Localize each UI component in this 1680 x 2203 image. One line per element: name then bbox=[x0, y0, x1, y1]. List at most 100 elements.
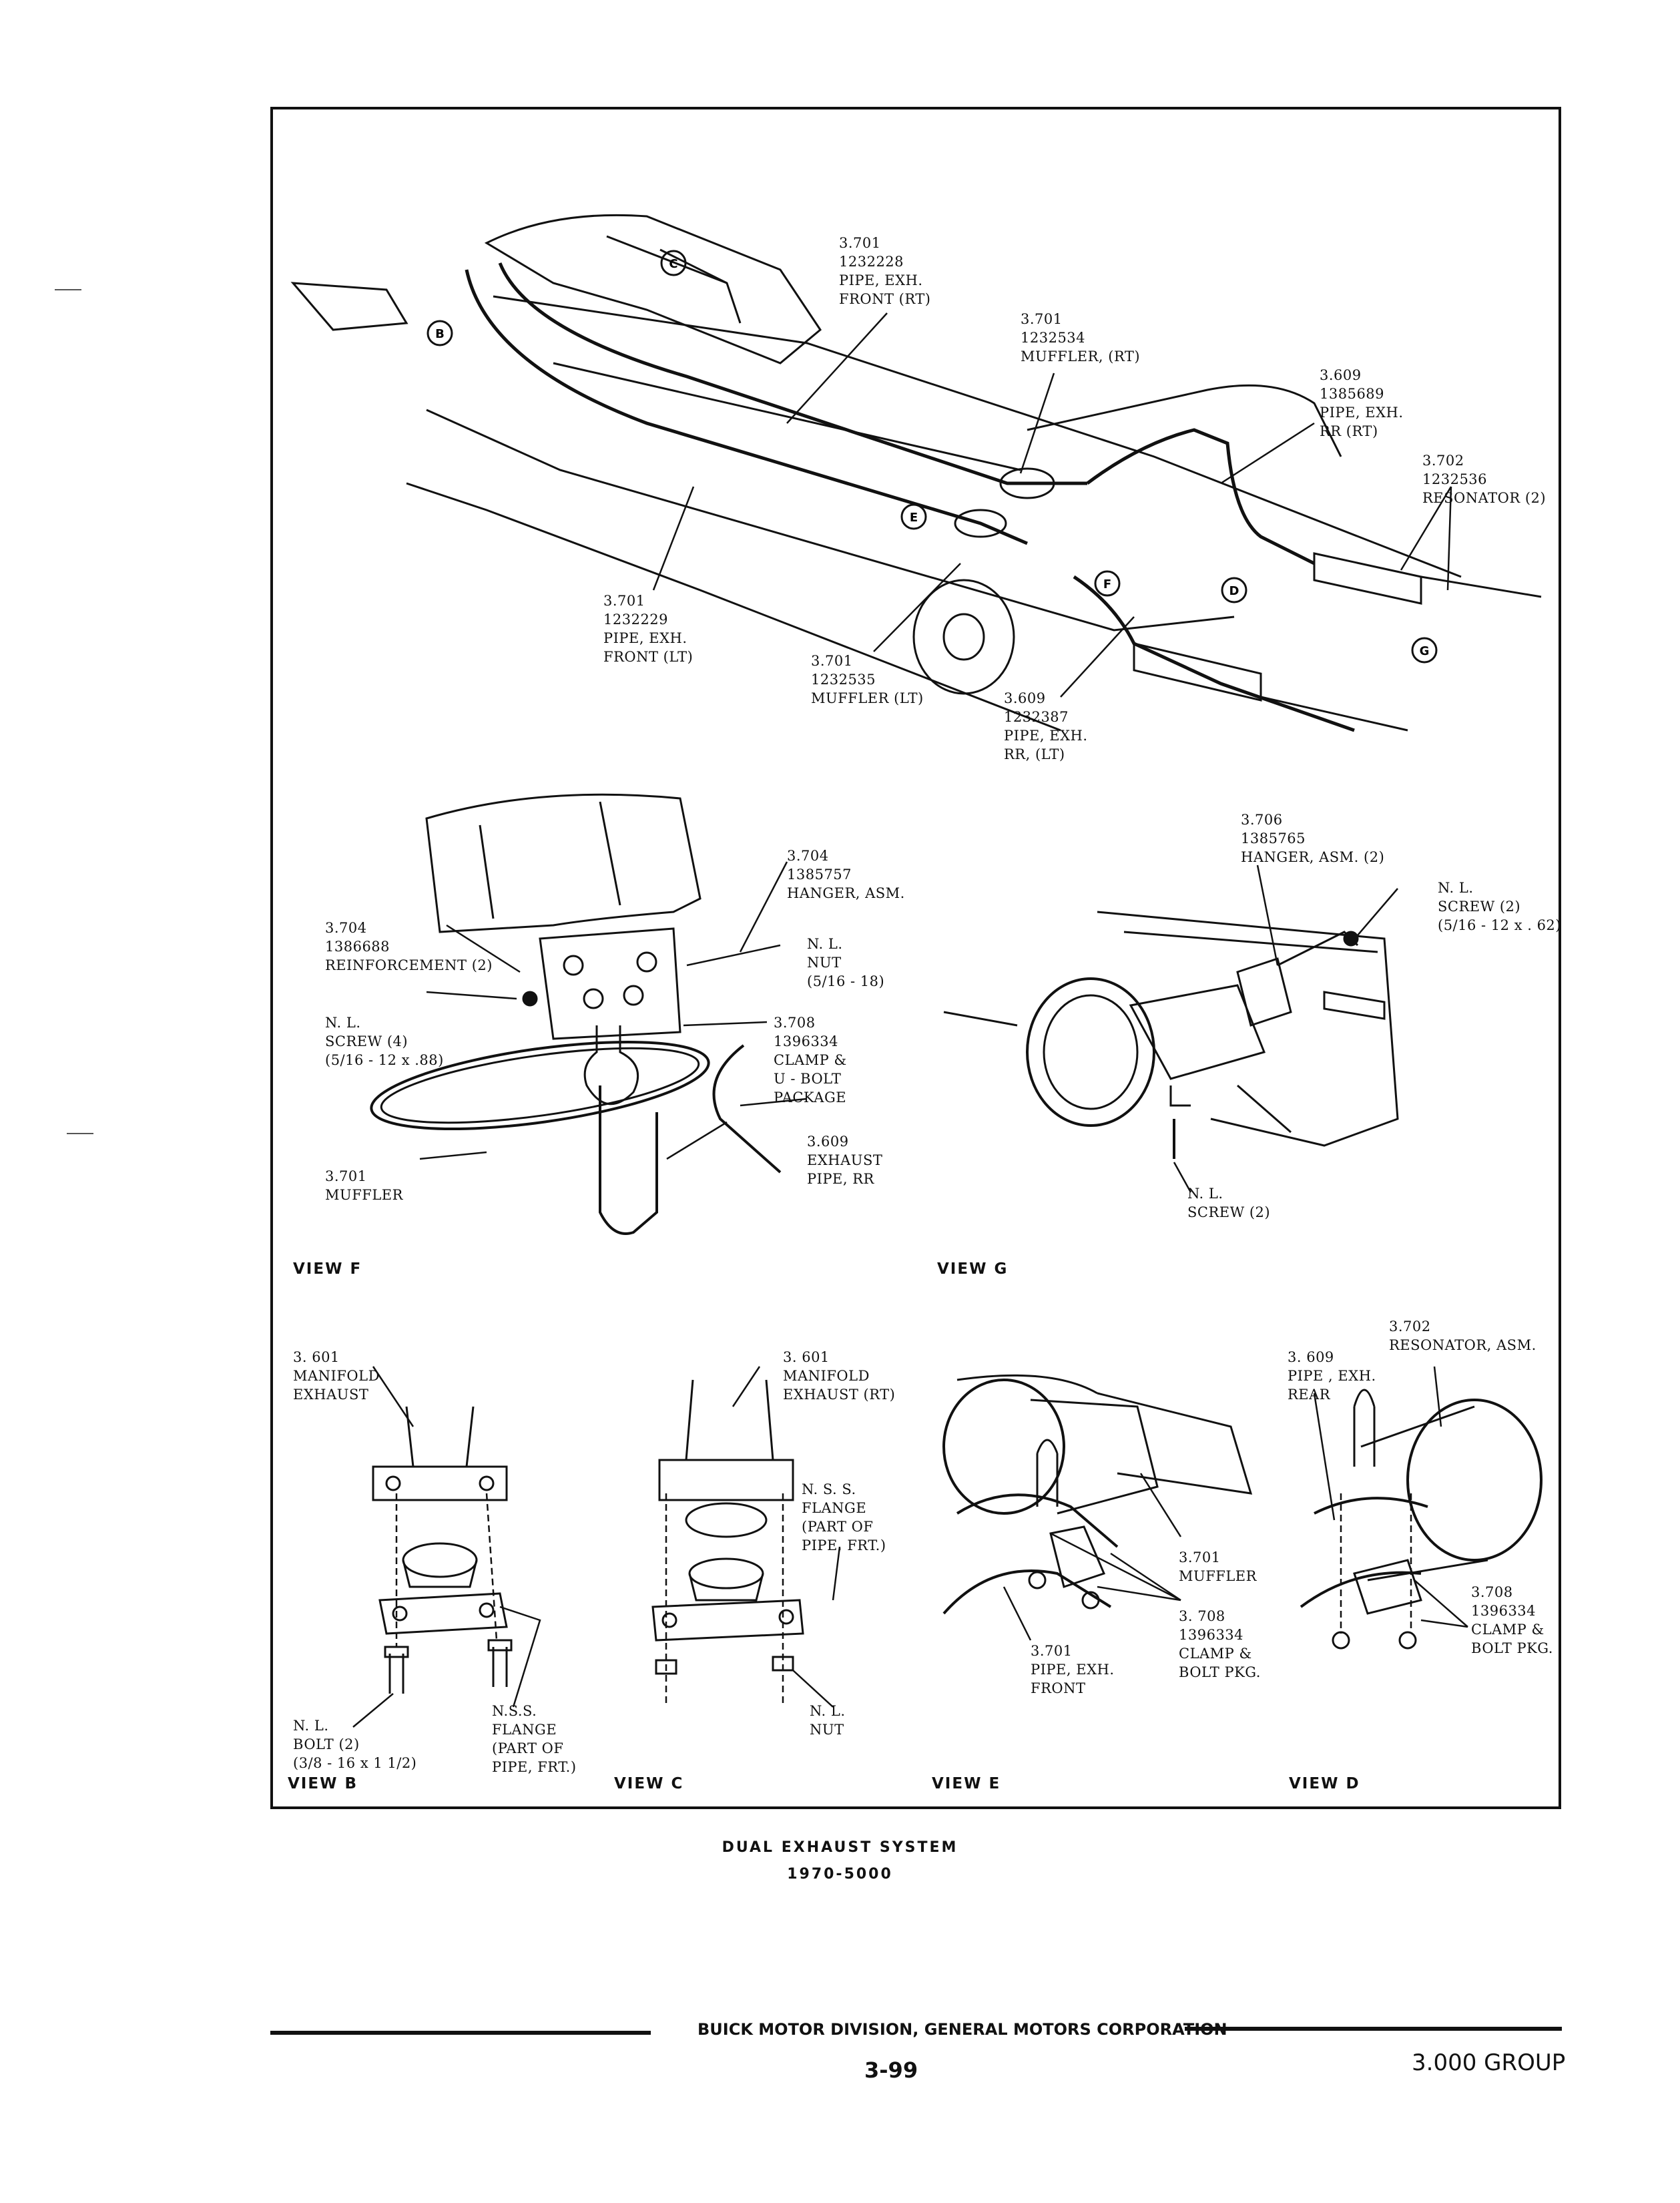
svg-text:D: D bbox=[1229, 584, 1239, 598]
callout-nut: N. L. NUT (5/16 - 18) bbox=[807, 936, 885, 989]
view-f-panel: 3.704 1385757 HANGER, ASM. 3.704 1386688… bbox=[273, 772, 919, 1295]
muffler-body bbox=[1030, 1399, 1159, 1515]
nut-left bbox=[655, 1659, 677, 1675]
exhaust-system-illustration: B C E F D bbox=[290, 214, 1542, 732]
frame-rail-lower bbox=[406, 482, 1061, 732]
frame-rail-right bbox=[493, 295, 1462, 578]
main-view-panel: B C E F D bbox=[273, 109, 1559, 774]
manifold-flange bbox=[372, 1465, 508, 1501]
group-label: 3.000 GROUP bbox=[1412, 2049, 1566, 2076]
front-pipe bbox=[942, 1493, 1119, 1615]
callout-reinforcement: 3.704 1386688 REINFORCEMENT (2) bbox=[325, 920, 493, 973]
hanger-asm bbox=[1236, 957, 1292, 1027]
callout-front-pipe-lt: 3.701 1232229 PIPE, EXH. FRONT (LT) bbox=[603, 593, 693, 665]
callout-screw: N. L. SCREW (4) (5/16 - 12 x .88) bbox=[325, 1015, 444, 1068]
view-marker-c: C bbox=[660, 250, 687, 276]
pipe-flange bbox=[651, 1599, 804, 1642]
muffler-outline bbox=[370, 1040, 710, 1131]
hanger-bracket bbox=[539, 927, 681, 1040]
svg-text:C: C bbox=[669, 257, 677, 271]
view-marker-f: F bbox=[1094, 570, 1121, 597]
u-bolt bbox=[1353, 1407, 1376, 1467]
resonator-end bbox=[1406, 1399, 1543, 1561]
svg-text:E: E bbox=[910, 511, 918, 525]
callout-flange: N.S.S. FLANGE (PART OF PIPE, FRT.) bbox=[492, 1703, 577, 1775]
view-c-illustration bbox=[651, 1366, 841, 1708]
bolt-right bbox=[492, 1647, 508, 1687]
view-g-illustration bbox=[943, 865, 1399, 1193]
floor-pan bbox=[425, 793, 702, 933]
callout-rear-pipe-lt: 3.609 1232387 PIPE, EXH. RR, (LT) bbox=[1004, 690, 1088, 762]
front-pipe-rt bbox=[498, 262, 1087, 485]
view-b-illustration bbox=[352, 1366, 541, 1728]
callout-nut-c: N. L. NUT bbox=[810, 1703, 846, 1738]
callout-flange-c: N. S. S. FLANGE (PART OF PIPE, FRT.) bbox=[802, 1481, 886, 1553]
view-marker-b: B bbox=[427, 320, 453, 346]
view-c-panel: 3. 601 MANIFOLD EXHAUST (RT) N. S. S. FL… bbox=[599, 1293, 919, 1806]
callout-hanger-asm: 3.704 1385757 HANGER, ASM. bbox=[787, 848, 905, 901]
callout-manifold-exhaust-rt: 3. 601 MANIFOLD EXHAUST (RT) bbox=[783, 1349, 896, 1403]
view-g-panel: 3.706 1385765 HANGER, ASM. (2) N. L. SCR… bbox=[917, 772, 1559, 1295]
footer-company: BUICK MOTOR DIVISION, GENERAL MOTORS COR… bbox=[697, 2020, 1227, 2039]
svg-text:B: B bbox=[435, 327, 445, 341]
scan-mark bbox=[55, 289, 81, 290]
callout-exhaust-pipe-rr: 3.609 EXHAUST PIPE, RR bbox=[807, 1134, 883, 1187]
manifold-pipe bbox=[405, 1406, 475, 1467]
view-f-label: VIEW F bbox=[293, 1260, 362, 1278]
u-bolt bbox=[1036, 1453, 1059, 1507]
callout-pipe-rear: 3. 609 PIPE , EXH. REAR bbox=[1288, 1349, 1376, 1403]
u-bolt bbox=[599, 1085, 658, 1235]
view-e-panel: 3.701 MUFFLER 3. 708 1396334 CLAMP & BOL… bbox=[917, 1293, 1276, 1806]
manifold-flange bbox=[658, 1459, 794, 1501]
callout-front-pipe: 3.701 PIPE, EXH. FRONT bbox=[1031, 1643, 1115, 1696]
brake-drum bbox=[912, 579, 1015, 695]
callout-muffler: 3.701 MUFFLER bbox=[325, 1168, 403, 1203]
callout-rear-pipe-rt: 3.609 1385689 PIPE, EXH. RR (RT) bbox=[1320, 367, 1404, 439]
pipe-flange bbox=[378, 1592, 508, 1635]
frame-rail-left bbox=[426, 409, 1235, 632]
footer-rule-left bbox=[270, 2031, 651, 2035]
callout-screw-bottom: N. L. SCREW (2) bbox=[1187, 1186, 1271, 1220]
view-d-illustration bbox=[1300, 1366, 1543, 1650]
manifold-pipe bbox=[685, 1379, 774, 1461]
view-g-label: VIEW G bbox=[937, 1260, 1009, 1278]
view-b-label: VIEW B bbox=[288, 1775, 358, 1792]
bolt-left bbox=[388, 1654, 404, 1694]
callout-muffler-e: 3.701 MUFFLER bbox=[1179, 1549, 1257, 1584]
diagram-title: DUAL EXHAUST SYSTEM bbox=[722, 1839, 958, 1856]
muffler-end bbox=[942, 1379, 1065, 1515]
resonator-rt bbox=[1313, 552, 1422, 605]
view-d-panel: 3.702 RESONATOR, ASM. 3. 609 PIPE , EXH.… bbox=[1274, 1293, 1559, 1806]
diagram-frame: B C E F D bbox=[270, 107, 1561, 1809]
resonator-end bbox=[1026, 977, 1155, 1127]
resonator-body bbox=[1129, 984, 1266, 1080]
front-pipe-lt bbox=[465, 269, 1028, 545]
callout-manifold-exhaust: 3. 601 MANIFOLD EXHAUST bbox=[293, 1349, 380, 1403]
flange-cup bbox=[402, 1542, 478, 1578]
view-marker-g: G bbox=[1411, 637, 1438, 664]
flange-cup bbox=[688, 1557, 764, 1589]
rear-pipe bbox=[1300, 1497, 1428, 1608]
callout-clamp-d: 3.708 1396334 CLAMP & BOLT PKG. bbox=[1471, 1584, 1553, 1656]
page-number: 3-99 bbox=[864, 2057, 918, 2083]
view-b-panel: 3. 601 MANIFOLD EXHAUST N. L. BOLT (2) (… bbox=[273, 1293, 601, 1806]
clamp bbox=[1353, 1559, 1422, 1615]
floor-pan bbox=[1097, 1392, 1253, 1495]
callout-resonator-asm: 3.702 RESONATOR, ASM. bbox=[1389, 1318, 1536, 1353]
clamp bbox=[1049, 1525, 1106, 1588]
resonator-lt bbox=[1133, 642, 1262, 702]
callout-hanger-asm-g: 3.706 1385765 HANGER, ASM. (2) bbox=[1241, 812, 1385, 865]
view-e-illustration bbox=[942, 1374, 1253, 1641]
callout-clamp-bolt-pkg: 3. 708 1396334 CLAMP & BOLT PKG. bbox=[1179, 1608, 1261, 1680]
callout-muffler-lt: 3.701 1232535 MUFFLER (LT) bbox=[811, 653, 924, 706]
svg-text:F: F bbox=[1103, 577, 1111, 591]
svg-text:G: G bbox=[1420, 644, 1430, 658]
view-marker-e: E bbox=[900, 503, 927, 530]
rear-pipe-lt bbox=[1073, 575, 1355, 732]
callout-resonator: 3.702 1232536 RESONATOR (2) bbox=[1422, 453, 1547, 506]
callout-bolt: N. L. BOLT (2) (3/8 - 16 x 1 1/2) bbox=[293, 1718, 417, 1771]
callout-screw-top: N. L. SCREW (2) (5/16 - 12 x . 62) bbox=[1438, 880, 1559, 933]
screw-head-top bbox=[1343, 931, 1359, 947]
view-f-illustration bbox=[370, 793, 808, 1235]
diagram-subtitle: 1970-5000 bbox=[787, 1866, 893, 1883]
